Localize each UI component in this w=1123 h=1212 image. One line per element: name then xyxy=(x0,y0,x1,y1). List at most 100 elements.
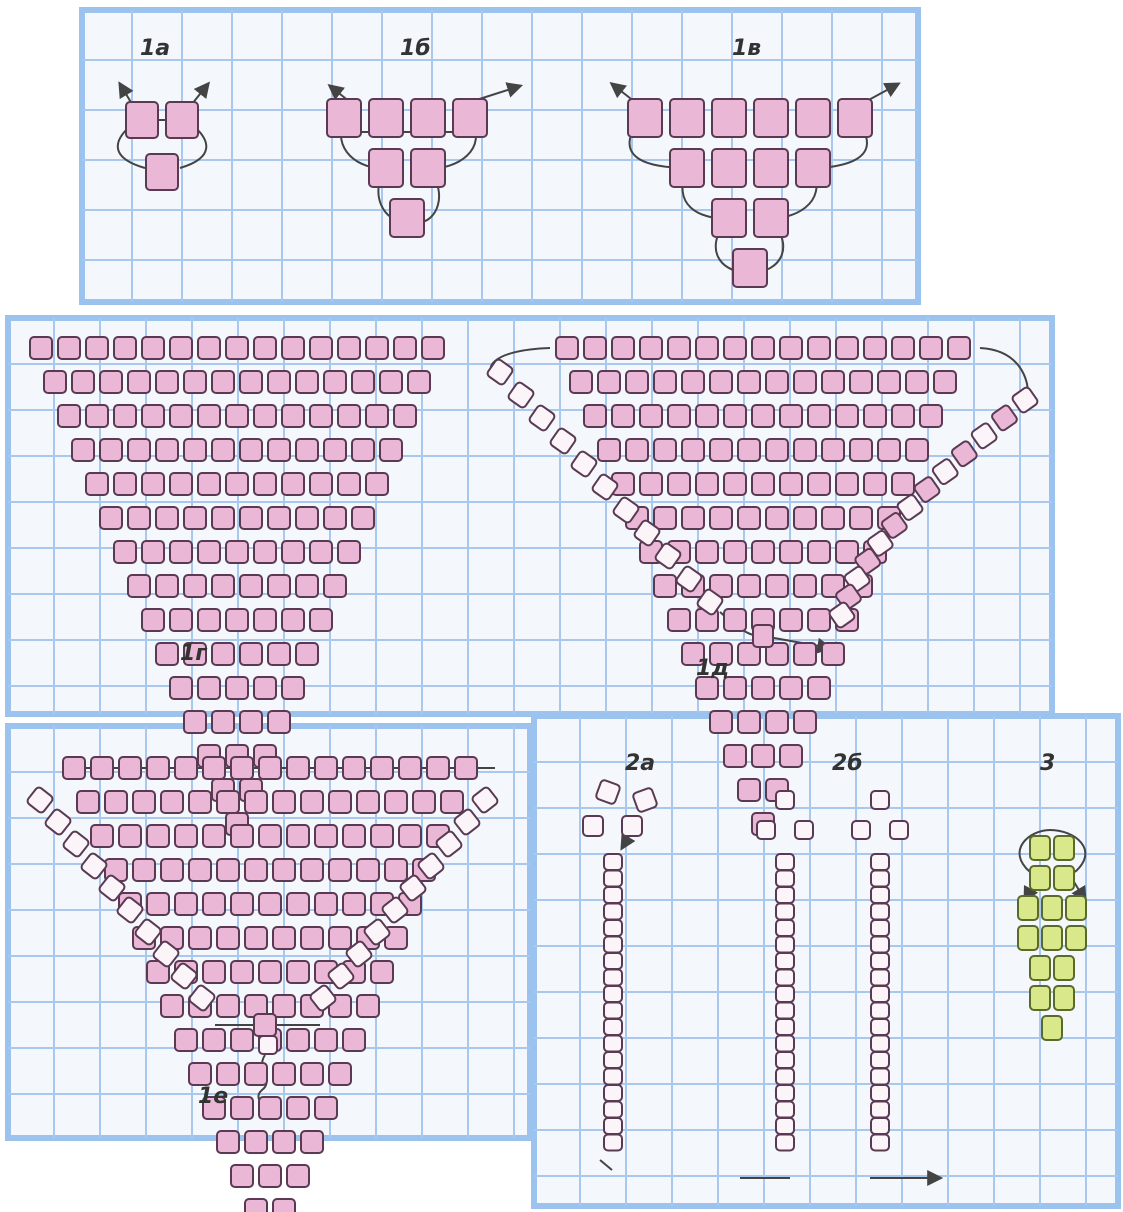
bead xyxy=(142,609,164,631)
column-bead xyxy=(871,937,889,953)
bead xyxy=(682,371,704,393)
bead xyxy=(133,791,155,813)
bead xyxy=(170,609,192,631)
bead xyxy=(287,1029,309,1051)
bead xyxy=(245,1199,267,1212)
bead xyxy=(175,825,197,847)
bead xyxy=(226,473,248,495)
bead xyxy=(203,961,225,983)
bead xyxy=(850,439,872,461)
bead xyxy=(126,102,158,138)
bead xyxy=(329,1063,351,1085)
bead xyxy=(738,507,760,529)
bead xyxy=(189,927,211,949)
bead xyxy=(128,371,150,393)
bead-clasp xyxy=(259,1036,277,1054)
bead xyxy=(296,371,318,393)
bead xyxy=(268,711,290,733)
bead xyxy=(128,507,150,529)
bead xyxy=(226,541,248,563)
bead xyxy=(212,439,234,461)
bead xyxy=(287,893,309,915)
bead xyxy=(710,371,732,393)
bead xyxy=(282,541,304,563)
bead xyxy=(394,405,416,427)
bead xyxy=(343,825,365,847)
bead xyxy=(86,337,108,359)
bead xyxy=(352,439,374,461)
bead xyxy=(282,473,304,495)
bead xyxy=(1042,1016,1062,1040)
column-bead xyxy=(776,920,794,936)
bead xyxy=(189,859,211,881)
bead xyxy=(58,337,80,359)
column-bead xyxy=(776,904,794,920)
bead xyxy=(654,507,676,529)
bead xyxy=(245,1131,267,1153)
bead xyxy=(556,337,578,359)
column-bead xyxy=(776,871,794,887)
bead xyxy=(343,757,365,779)
column-bead xyxy=(604,1135,622,1151)
bead xyxy=(696,473,718,495)
column-bead xyxy=(776,1052,794,1068)
bead xyxy=(119,757,141,779)
bead xyxy=(156,371,178,393)
bead xyxy=(146,154,178,190)
bead xyxy=(203,825,225,847)
bead xyxy=(408,371,430,393)
bead xyxy=(1054,836,1074,860)
bead xyxy=(411,99,445,137)
bead xyxy=(822,507,844,529)
bead xyxy=(147,757,169,779)
side-bead xyxy=(757,821,775,839)
column-bead xyxy=(871,1019,889,1035)
column-bead xyxy=(604,1118,622,1134)
bead xyxy=(217,1063,239,1085)
bead xyxy=(766,711,788,733)
bead xyxy=(1054,986,1074,1010)
column-bead xyxy=(871,904,889,920)
bead xyxy=(231,825,253,847)
bead xyxy=(315,1097,337,1119)
label-1b: 1б xyxy=(400,36,431,61)
side-bead xyxy=(890,821,908,839)
bead xyxy=(268,643,290,665)
bead xyxy=(794,371,816,393)
column-bead xyxy=(871,1036,889,1052)
bead xyxy=(156,575,178,597)
bead xyxy=(156,439,178,461)
bead xyxy=(850,507,872,529)
bead xyxy=(366,405,388,427)
bead xyxy=(175,757,197,779)
bead xyxy=(906,439,928,461)
bead xyxy=(612,405,634,427)
bead xyxy=(161,995,183,1017)
bead xyxy=(198,677,220,699)
column-bead xyxy=(776,887,794,903)
bead xyxy=(413,791,435,813)
bead xyxy=(796,99,830,137)
bead xyxy=(584,405,606,427)
bead xyxy=(724,745,746,767)
bead xyxy=(184,439,206,461)
bead xyxy=(310,609,332,631)
column-bead xyxy=(871,854,889,870)
bead xyxy=(752,677,774,699)
bead xyxy=(245,1063,267,1085)
bead xyxy=(1042,896,1062,920)
column-bead xyxy=(871,1003,889,1019)
bead xyxy=(44,371,66,393)
bead xyxy=(357,995,379,1017)
bead xyxy=(114,541,136,563)
bead xyxy=(114,337,136,359)
bead xyxy=(808,405,830,427)
bead xyxy=(231,1097,253,1119)
bead xyxy=(712,199,746,237)
bead xyxy=(287,825,309,847)
column-bead xyxy=(604,920,622,936)
bead xyxy=(30,337,52,359)
bead xyxy=(357,791,379,813)
bead xyxy=(240,575,262,597)
bead xyxy=(822,439,844,461)
